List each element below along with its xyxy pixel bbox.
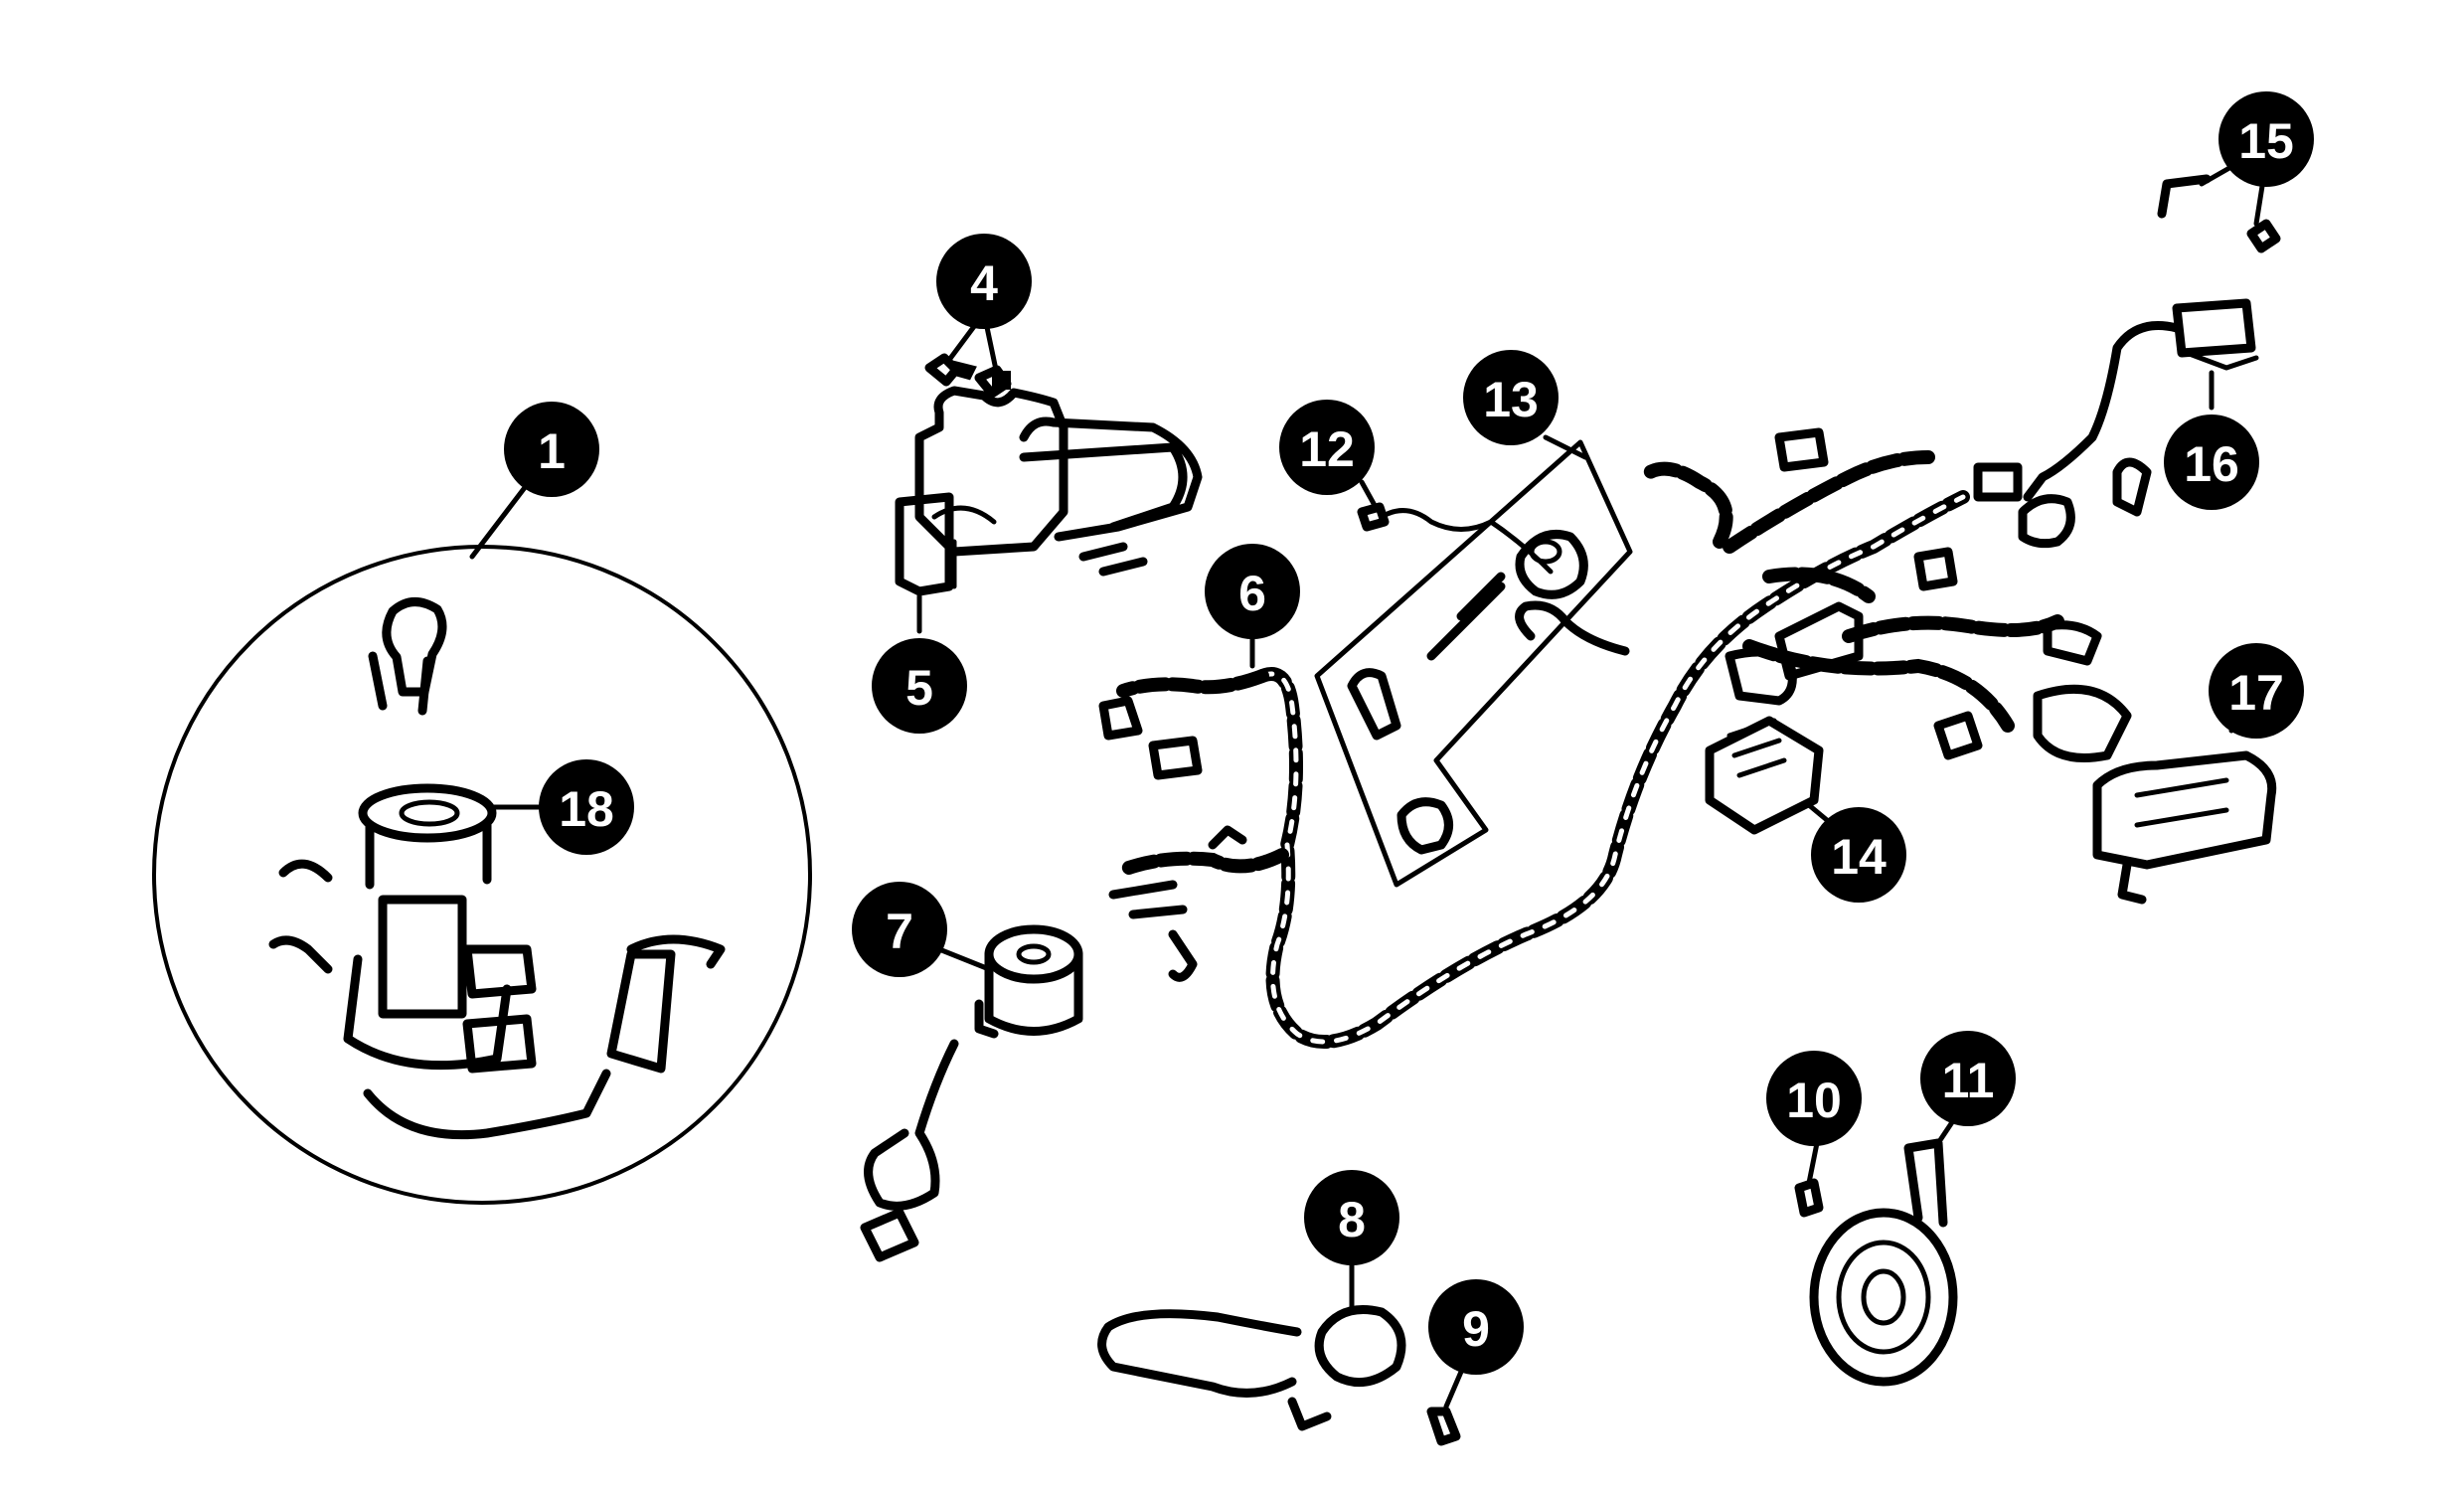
callout-circle (1920, 1031, 2016, 1126)
callout-number: 18 (559, 781, 614, 837)
callout-16: 16 (2164, 414, 2259, 510)
callout-number: 13 (1483, 372, 1539, 427)
callout-circle (2218, 91, 2314, 187)
starter-relay-group (895, 310, 1203, 634)
left-handlebar-switch-drawing (2092, 713, 2277, 905)
callout-circle (1428, 1279, 1524, 1375)
sensor-bracket-group-drawing (1314, 434, 1633, 888)
callout-number: 7 (886, 904, 913, 959)
callout-number: 4 (970, 255, 998, 311)
horn-drawing (1794, 1110, 1961, 1387)
callout-circle (1463, 350, 1559, 445)
callout-circle (936, 234, 1032, 329)
callout-18: 18 (539, 759, 634, 855)
ignition-coil-drawing (860, 924, 1083, 1262)
leader-13 (1543, 434, 1588, 460)
callout-5: 5 (872, 638, 967, 734)
callout-number: 9 (1462, 1301, 1490, 1357)
callout-circle (2164, 414, 2259, 510)
ignition-key-cylinder-icon (358, 783, 497, 890)
callout-circle (852, 882, 947, 977)
leader-7 (936, 946, 992, 972)
callout-6: 6 (1205, 544, 1300, 639)
switch-body-icon (268, 859, 726, 1140)
callout-number: 6 (1238, 566, 1266, 621)
callout-number: 5 (905, 660, 933, 716)
ignition-switch-inset (152, 449, 812, 1205)
callout-17: 17 (2209, 643, 2304, 739)
callout-9: 9 (1428, 1279, 1524, 1375)
callout-circle (872, 638, 967, 734)
callout-circle (2209, 643, 2304, 739)
callout-circle (1811, 807, 1906, 903)
callout-number: 12 (1299, 421, 1355, 477)
callout-number: 8 (1338, 1192, 1366, 1247)
callout-circle (1304, 1170, 1399, 1265)
callout-12: 12 (1279, 400, 1375, 495)
main-wiring-harness-drawing (1098, 427, 2132, 1049)
callout-number: 16 (2184, 436, 2239, 492)
callout-number: 10 (1786, 1073, 1842, 1128)
leader-9 (1443, 1369, 1464, 1409)
callout-circle (1279, 400, 1375, 495)
callout-13: 13 (1463, 350, 1559, 445)
callout-8: 8 (1304, 1170, 1399, 1265)
callout-circle (1205, 544, 1300, 639)
callout-number: 11 (1942, 1053, 1995, 1108)
regulator-rectifier-drawing (1705, 716, 1842, 835)
callout-circle (504, 402, 599, 497)
callout-number: 15 (2238, 113, 2294, 169)
ignition-key-icon (368, 597, 447, 716)
right-handlebar-switch-drawing (2018, 158, 2281, 549)
leader-12 (1359, 479, 1380, 512)
callout-1: 1 (504, 402, 599, 497)
callout-circle (1766, 1051, 1862, 1146)
callout-11: 11 (1920, 1031, 2016, 1126)
callout-10: 10 (1766, 1051, 1862, 1146)
callout-4: 4 (936, 234, 1032, 329)
callout-number: 14 (1831, 829, 1887, 885)
callout-7: 7 (852, 882, 947, 977)
inset-circle (152, 545, 812, 1205)
callout-number: 1 (538, 423, 566, 479)
callout-circle (539, 759, 634, 855)
callout-14: 14 (1811, 807, 1906, 903)
callout-number: 17 (2228, 665, 2284, 721)
callout-15: 15 (2218, 91, 2314, 187)
neutral-switch-drawing (1097, 1259, 1464, 1446)
